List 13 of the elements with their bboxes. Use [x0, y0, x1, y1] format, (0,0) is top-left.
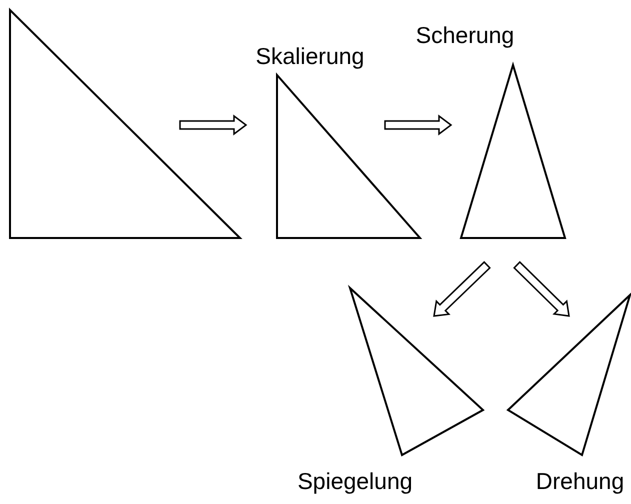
triangle-shape [9, 9, 241, 239]
triangle-shape [349, 287, 484, 456]
caption-label: Drehung [536, 468, 624, 494]
block-arrow [513, 261, 570, 317]
caption-label: Spiegelung [297, 468, 413, 494]
triangle-shape [276, 74, 421, 239]
block-arrow [384, 114, 452, 136]
caption-label: Scherung [416, 22, 514, 48]
block-arrow [433, 261, 491, 317]
triangle-shape [507, 294, 631, 456]
block-arrow [179, 114, 248, 136]
triangle-shape [460, 64, 566, 239]
caption-label: Skalierung [256, 43, 364, 69]
